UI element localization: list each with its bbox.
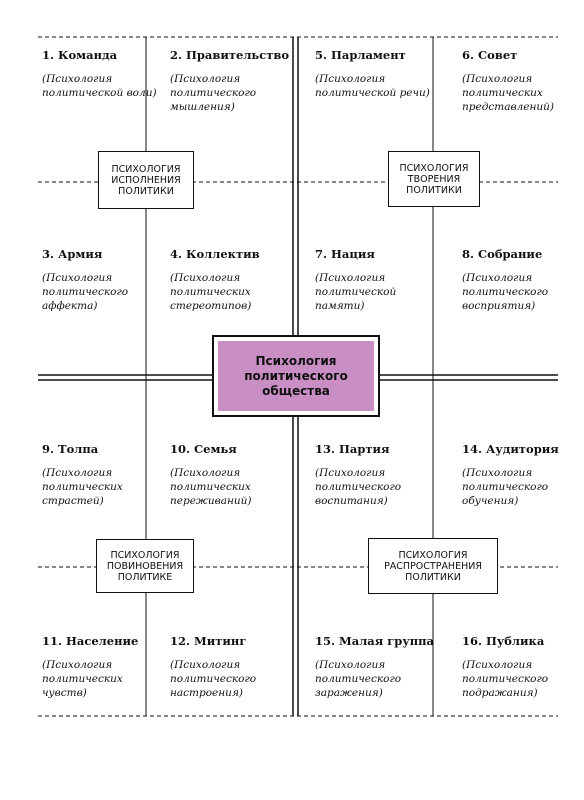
center-highlight: Психология политического общества [218,341,374,411]
box-line: политики [405,571,461,583]
cell-subtitle: (Психология политических стереотипов) [170,272,252,312]
cell-8: 8. Собрание (Психология политического во… [462,247,580,313]
cell-title: 3. Армия [42,247,103,261]
cell-subtitle: (Психология политического воспитания) [315,467,402,507]
cell-subtitle: (Психология политической памяти) [315,272,397,312]
cell-subtitle: (Психология политических чувств) [42,659,123,699]
box-line: исполнения [111,174,181,186]
cell-subtitle: (Психология политического подражания) [462,659,549,699]
cell-subtitle: (Психология политического обучения) [462,467,549,507]
cell-title: 5. Парламент [315,48,406,62]
cell-title: 16. Публика [462,634,545,648]
cell-subtitle: (Психология политических переживаний) [170,467,252,507]
cell-subtitle: (Психология политических страстей) [42,467,123,507]
cell-title: 4. Коллектив [170,247,260,261]
cell-10: 10. Семья (Психология политических переж… [170,442,288,508]
box-line: Психология [111,163,181,175]
cell-subtitle: (Психология политической воли) [42,73,157,99]
box-line: распространения [384,560,482,572]
center-line: политического [244,368,348,383]
cell-subtitle: (Психология политического заражения) [315,659,402,699]
cell-title: 6. Совет [462,48,518,62]
center-line: общества [262,383,330,398]
box-submission-psychology: Психология повиновения политике [96,539,194,593]
center-box-political-society: Психология политического общества [212,335,380,417]
box-line: Психология [110,549,180,561]
cell-15: 15. Малая группа (Психология политическо… [315,634,434,700]
cell-title: 1. Команда [42,48,118,62]
cell-title: 13. Партия [315,442,390,456]
box-execution-psychology: Психология исполнения политики [98,151,194,209]
cell-7: 7. Нация (Психология политической памяти… [315,247,433,313]
cell-11: 11. Население (Психология политических ч… [42,634,160,700]
cell-subtitle: (Психология политической речи) [315,73,430,99]
box-creation-psychology: Психология творения политики [388,151,480,207]
cell-2: 2. Правительство (Психология политическо… [170,48,290,114]
cell-13: 13. Партия (Психология политического вос… [315,442,433,508]
box-line: политики [406,184,462,196]
box-line: повиновения [106,560,184,572]
box-line: политики [118,185,174,197]
cell-1: 1. Команда (Психология политической воли… [42,48,160,100]
cell-16: 16. Публика (Психология политического по… [462,634,580,700]
cell-title: 14. Аудитория [462,442,559,456]
center-line: Психология [255,353,337,368]
box-line: политике [117,571,173,583]
cell-12: 12. Митинг (Психология политического нас… [170,634,288,700]
cell-title: 2. Правительство [170,48,290,62]
cell-title: 7. Нация [315,247,375,261]
cell-title: 15. Малая группа [315,634,434,648]
cell-6: 6. Совет (Психология политических предст… [462,48,580,114]
box-line: творения [407,173,461,185]
cell-subtitle: (Психология политического мышления) [170,73,257,113]
cell-5: 5. Парламент (Психология политической ре… [315,48,433,100]
cell-title: 8. Собрание [462,247,543,261]
cell-4: 4. Коллектив (Психология политических ст… [170,247,288,313]
cell-subtitle: (Психология политического настроения) [170,659,257,699]
cell-title: 12. Митинг [170,634,247,648]
cell-title: 11. Население [42,634,139,648]
cell-subtitle: (Психология политического аффекта) [42,272,129,312]
box-line: Психология [398,549,468,561]
cell-title: 10. Семья [170,442,237,456]
cell-14: 14. Аудитория (Психология политического … [462,442,580,508]
cell-3: 3. Армия (Психология политического аффек… [42,247,160,313]
box-dissemination-psychology: Психология распространения политики [368,538,498,594]
cell-subtitle: (Психология политического восприятия) [462,272,549,312]
cell-subtitle: (Психология политических представлений) [462,73,554,113]
cell-title: 9. Толпа [42,442,99,456]
box-line: Психология [399,162,469,174]
cell-9: 9. Толпа (Психология политических страст… [42,442,160,508]
